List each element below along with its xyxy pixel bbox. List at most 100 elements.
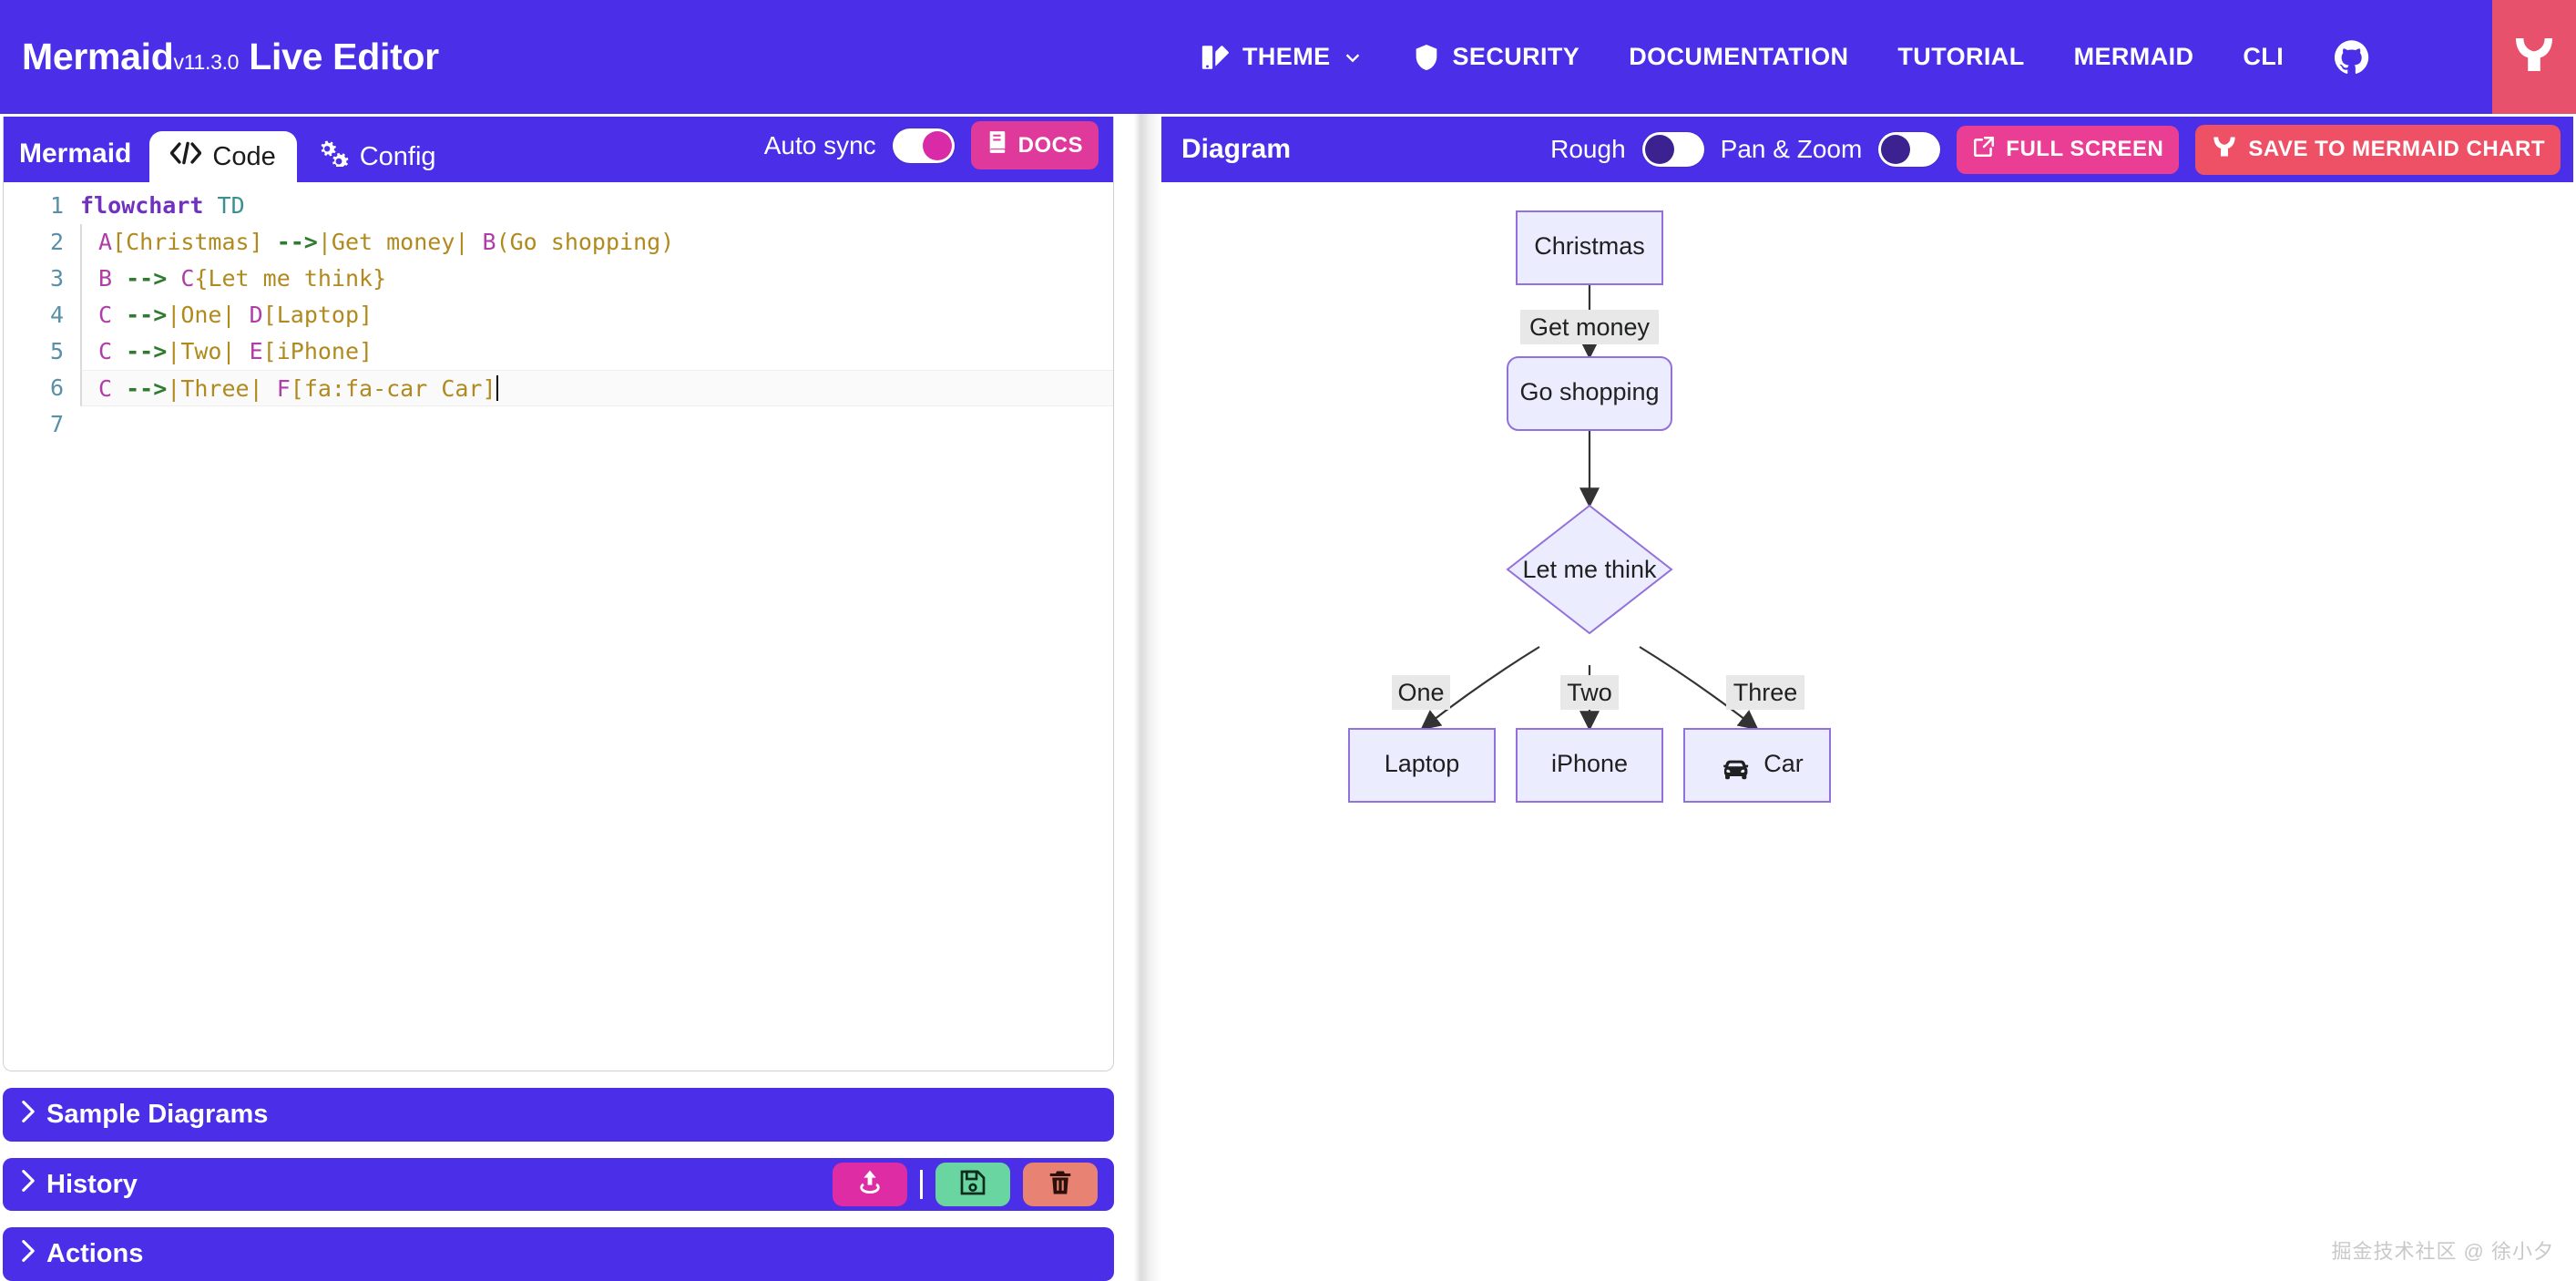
nav-label-theme: THEME <box>1242 43 1331 70</box>
diagram-toolbar: Diagram Rough Pan & Zoom FULL SCREEN <box>1161 117 2573 182</box>
accordion-actions[interactable]: Actions <box>3 1227 1114 1281</box>
delete-history-button[interactable] <box>1023 1163 1098 1207</box>
diagram-canvas[interactable]: Christmas Go shopping Let me think Lapto… <box>1161 182 2576 1281</box>
editor-panel-label: Mermaid <box>19 138 132 169</box>
nav-item-cli[interactable]: CLI <box>2218 0 2308 114</box>
text-caret <box>496 375 498 401</box>
editor-card: Mermaid Code <box>3 117 1114 1072</box>
flowchart-svg: Christmas Go shopping Let me think Lapto… <box>1348 210 1831 803</box>
auto-sync-label: Auto sync <box>763 130 876 159</box>
svg-text:Get money: Get money <box>1529 313 1651 341</box>
line-number: 3 <box>49 265 64 292</box>
node-A[interactable]: Christmas <box>1516 210 1663 285</box>
line-number: 2 <box>49 229 64 255</box>
docs-button[interactable]: DOCS <box>970 121 1099 169</box>
editor-toolbar-right: Auto sync DOCS <box>764 121 1113 182</box>
nav-item-security[interactable]: SECURITY <box>1387 0 1605 114</box>
line-number-gutter: 1 2 3 4 5 6 7 <box>4 188 64 1071</box>
nav-label-security: SECURITY <box>1452 43 1580 70</box>
code-editor[interactable]: 1 2 3 4 5 6 7 flowchart TD A[Christmas] … <box>4 182 1113 1071</box>
tab-label-config: Config <box>359 141 436 171</box>
line-number: 5 <box>49 338 64 364</box>
tab-code[interactable]: Code <box>149 131 297 182</box>
mermaid-chart-logo-button[interactable] <box>2492 0 2576 114</box>
github-icon <box>2333 38 2371 77</box>
node-label-A: Christmas <box>1534 232 1645 260</box>
line-number: 4 <box>49 302 64 328</box>
nav-item-github[interactable] <box>2308 0 2396 114</box>
nav-links: THEME SECURITY DOCUMENTATION TUTORIAL ME… <box>1175 0 2396 114</box>
code-line-5: C -->|Two| E[iPhone] <box>80 333 1113 370</box>
nav-item-tutorial[interactable]: TUTORIAL <box>1873 0 2049 114</box>
node-E[interactable]: iPhone <box>1516 728 1663 803</box>
save-to-mermaid-chart-button[interactable]: SAVE TO MERMAID CHART <box>2195 124 2561 175</box>
code-line-4: C -->|One| D[Laptop] <box>80 297 1113 333</box>
node-label-E: iPhone <box>1551 750 1628 777</box>
line-number: 1 <box>49 192 64 219</box>
chevron-right-icon <box>19 1239 37 1270</box>
node-label-C: Let me think <box>1522 556 1657 583</box>
node-F[interactable]: Car <box>1683 728 1831 803</box>
editor-toolbar: Mermaid Code <box>4 117 1113 182</box>
tab-label-code: Code <box>212 141 276 171</box>
external-link-icon <box>1972 135 1996 165</box>
car-icon <box>1723 760 1749 780</box>
node-C[interactable]: Let me think <box>1506 504 1673 635</box>
code-line-3: B --> C{Let me think} <box>80 261 1113 297</box>
watermark: 掘金技术社区 @ 徐小夕 <box>2331 1240 2554 1263</box>
edge-label-two: Two <box>1560 675 1619 710</box>
nav-label-documentation: DOCUMENTATION <box>1629 43 1849 70</box>
shield-icon <box>1412 42 1441 73</box>
history-buttons-divider <box>920 1170 923 1200</box>
code-lines[interactable]: flowchart TD A[Christmas] -->|Get money|… <box>64 188 1113 1071</box>
nav-item-theme[interactable]: THEME <box>1175 0 1387 114</box>
line-number: 7 <box>49 411 64 437</box>
accordion-history[interactable]: History <box>3 1157 1114 1212</box>
node-label-F: Car <box>1763 750 1804 777</box>
chevron-right-icon <box>19 1169 37 1200</box>
accordion-label-actions: Actions <box>46 1239 144 1269</box>
node-label-B: Go shopping <box>1519 378 1659 405</box>
history-buttons <box>833 1163 1098 1207</box>
chevron-down-icon <box>1343 47 1363 67</box>
pan-zoom-label: Pan & Zoom <box>1720 135 1863 163</box>
auto-sync-toggle[interactable] <box>892 128 955 163</box>
nav-item-documentation[interactable]: DOCUMENTATION <box>1604 0 1873 114</box>
code-brackets-icon <box>170 141 202 172</box>
rough-toggle[interactable] <box>1641 132 1704 167</box>
full-screen-button[interactable]: FULL SCREEN <box>1957 125 2180 174</box>
edge-label-three: Three <box>1726 675 1804 710</box>
docs-label: DOCS <box>1017 132 1083 158</box>
diagram-panel-title: Diagram <box>1181 134 1292 164</box>
mermaid-chart-logo-icon <box>2510 33 2558 81</box>
trash-icon <box>1047 1168 1074 1202</box>
brand-suffix: Live Editor <box>249 36 439 77</box>
edge-C-F <box>1639 646 1759 731</box>
svg-text:Three: Three <box>1733 679 1798 706</box>
tab-config[interactable]: Config <box>297 131 457 182</box>
main-split: Mermaid Code <box>0 114 2576 1281</box>
svg-text:One: One <box>1397 679 1444 706</box>
nav-label-cli: CLI <box>2243 43 2285 70</box>
node-D[interactable]: Laptop <box>1348 728 1496 803</box>
toggle-knob <box>922 130 952 160</box>
mermaid-chart-logo-icon <box>2211 134 2238 166</box>
upload-icon <box>855 1168 884 1202</box>
node-B[interactable]: Go shopping <box>1507 356 1672 431</box>
edge-C-D <box>1420 646 1540 731</box>
flowchart-edge-labels: Get money One Two Three <box>1392 310 1804 710</box>
accordion-sample-diagrams[interactable]: Sample Diagrams <box>3 1088 1114 1142</box>
code-line-6: C -->|Three| F[fa:fa-car Car] <box>80 370 1113 406</box>
nav-item-mermaid[interactable]: MERMAID <box>2050 0 2219 114</box>
pan-zoom-toggle[interactable] <box>1878 132 1941 167</box>
upload-button[interactable] <box>833 1163 907 1207</box>
save-history-button[interactable] <box>935 1163 1010 1207</box>
svg-text:Two: Two <box>1567 679 1612 706</box>
save-to-mermaid-chart-label: SAVE TO MERMAID CHART <box>2248 137 2545 161</box>
pane-splitter[interactable] <box>1134 114 1161 1281</box>
code-line-7 <box>80 406 1113 443</box>
top-navbar: Mermaidv11.3.0 Live Editor THEME SECURIT… <box>0 0 2576 114</box>
flowchart-nodes: Christmas Go shopping Let me think Lapto… <box>1348 210 1831 803</box>
diagram-pane: Diagram Rough Pan & Zoom FULL SCREEN <box>1161 114 2576 1281</box>
code-line-2: A[Christmas] -->|Get money| B(Go shoppin… <box>80 224 1113 261</box>
